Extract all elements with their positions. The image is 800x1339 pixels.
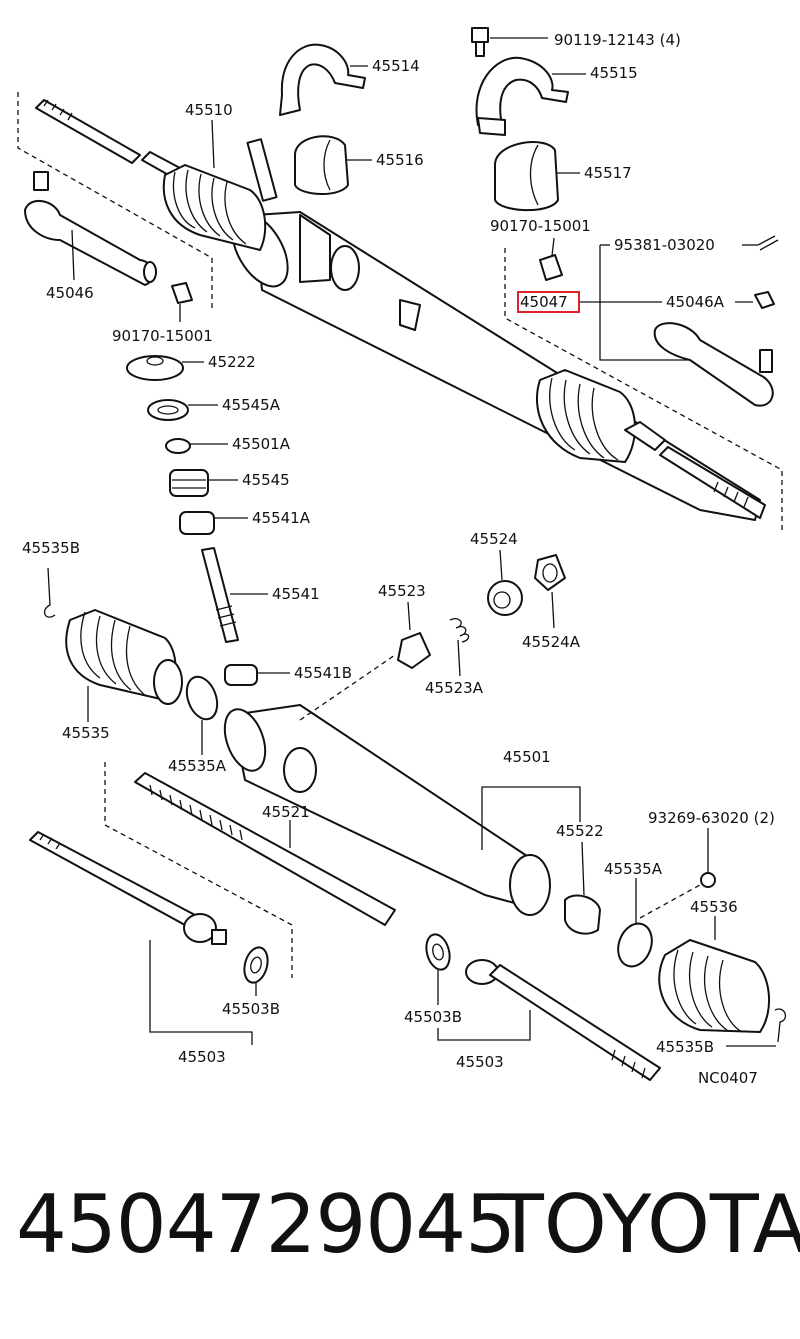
left-inner-tie-rod — [35, 99, 181, 178]
label-45514: 45514 — [372, 57, 420, 75]
label-45501A: 45501A — [232, 435, 291, 453]
part-number-caption: 4504729045 — [16, 1178, 516, 1271]
leader-lines — [71, 37, 776, 1047]
label-45510: 45510 — [185, 101, 233, 119]
label-45503B-left: 45503B — [222, 1000, 280, 1018]
label-45524A: 45524A — [522, 633, 581, 651]
stopper-45522 — [564, 894, 601, 935]
left-tie-rod-end-45046 — [24, 171, 157, 286]
inner-rod-45503-left — [29, 831, 227, 945]
inner-rod-45503-right — [465, 959, 661, 1081]
guide-45524 — [487, 580, 523, 616]
label-45541A: 45541A — [252, 509, 311, 527]
parts-diagram: 90119-12143 (4) 45514 45515 45510 45516 … — [17, 27, 787, 1087]
spring-45523A — [449, 618, 470, 643]
label-45046: 45046 — [46, 284, 94, 302]
label-45535A-left: 45535A — [168, 757, 227, 775]
label-45524: 45524 — [470, 530, 518, 548]
label-45523: 45523 — [378, 582, 426, 600]
boot-45536 — [658, 939, 771, 1033]
bearing-45541B — [224, 664, 258, 686]
bushing-45545 — [169, 469, 209, 497]
clamp-45515 — [475, 56, 569, 136]
label-45503-left: 45503 — [178, 1048, 226, 1066]
label-45516: 45516 — [376, 151, 424, 169]
clip-93269 — [700, 872, 716, 888]
label-45541B: 45541B — [294, 664, 352, 682]
label-90170-15001-left: 90170-15001 — [112, 327, 213, 345]
right-tie-rod-end — [653, 291, 775, 407]
label-45501: 45501 — [503, 748, 551, 766]
bushing-45517 — [494, 141, 559, 212]
clip-45535B-right — [774, 1008, 787, 1043]
label-45535B-top: 45535B — [22, 539, 80, 557]
label-45047: 45047 — [520, 293, 568, 311]
clamp-45535A-right — [617, 922, 653, 968]
label-45522: 45522 — [556, 822, 604, 840]
label-45541: 45541 — [272, 585, 320, 603]
washer-45222 — [126, 355, 184, 381]
label-45222: 45222 — [208, 353, 256, 371]
pinion-45541 — [201, 547, 239, 643]
rack-housing-lower — [223, 704, 551, 916]
label-45517: 45517 — [584, 164, 632, 182]
part-labels: 90119-12143 (4) 45514 45515 45510 45516 … — [22, 31, 775, 1087]
label-93269-63020: 93269-63020 (2) — [648, 809, 775, 827]
rack-45521 — [134, 772, 396, 926]
right-inner-tie-rod — [624, 421, 766, 519]
highlight-box-45047 — [517, 291, 580, 313]
bearing-45501A — [165, 438, 191, 454]
label-45515: 45515 — [590, 64, 638, 82]
label-95381-03020: 95381-03020 — [614, 236, 715, 254]
brand-caption: TOYOTA — [495, 1178, 800, 1271]
clamp-45535A-left — [185, 675, 219, 721]
washer-45503B-right — [425, 933, 451, 971]
dashed-frame-right — [504, 248, 783, 530]
label-45545: 45545 — [242, 471, 290, 489]
label-45046A: 45046A — [666, 293, 725, 311]
cotter-pin-95381 — [757, 235, 779, 251]
right-boot — [535, 369, 636, 463]
nut-90170-left — [171, 282, 193, 304]
label-45503-right: 45503 — [456, 1053, 504, 1071]
label-45535B-bottom: 45535B — [656, 1038, 714, 1056]
label-45535A-right: 45535A — [604, 860, 663, 878]
dashed-frame-lower-left — [104, 762, 293, 978]
label-nc0407: NC0407 — [698, 1069, 758, 1087]
label-45545A: 45545A — [222, 396, 281, 414]
label-90170-15001-right: 90170-15001 — [490, 217, 591, 235]
nut-90170-right — [539, 254, 563, 281]
label-45503B-right: 45503B — [404, 1008, 462, 1026]
bushing-45516 — [294, 135, 349, 195]
label-90119-12143: 90119-12143 (4) — [554, 31, 681, 49]
label-45536: 45536 — [690, 898, 738, 916]
boot-45535 — [65, 609, 183, 705]
yoke-45523 — [397, 632, 431, 669]
left-boot-45510 — [162, 164, 267, 251]
clamp-45514 — [279, 43, 366, 116]
label-45535: 45535 — [62, 724, 110, 742]
gasket-45545A — [147, 399, 189, 421]
nut-45524A — [534, 554, 566, 591]
clip-45535B-left — [43, 567, 56, 618]
bolt-90119 — [471, 27, 489, 57]
label-45523A: 45523A — [425, 679, 484, 697]
dashed-frame-left — [17, 92, 213, 310]
bearing-45541A — [179, 511, 215, 535]
washer-45503B-left — [243, 946, 269, 984]
label-45521: 45521 — [262, 803, 310, 821]
dashed-link-lower — [299, 654, 396, 721]
